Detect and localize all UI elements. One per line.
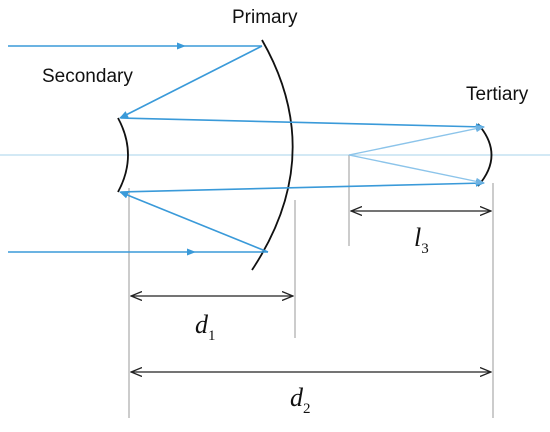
dimension-d2-subscript: 2 xyxy=(303,401,311,417)
dimension-d1-subscript: 1 xyxy=(208,328,216,344)
ray-to-focus-lower xyxy=(348,154,485,185)
ray-to-focus-upper xyxy=(348,125,485,156)
dimension-d2-symbol: d xyxy=(290,383,304,412)
dimension-d1-symbol: d xyxy=(195,310,209,339)
dimension-d2-label: d2 xyxy=(290,383,311,417)
ray-primary-to-secondary-top xyxy=(119,45,263,119)
primary-mirror xyxy=(251,39,294,271)
primary-label: Primary xyxy=(232,7,298,28)
dimension-l3-label: l3 xyxy=(414,223,429,257)
secondary-label: Secondary xyxy=(42,66,133,87)
dimension-l3-symbol: l xyxy=(414,223,421,252)
ray-primary-to-secondary-bottom xyxy=(119,191,269,253)
dimension-l3-subscript: 3 xyxy=(421,241,429,257)
dimension-d1-label: d1 xyxy=(195,310,216,344)
secondary-mirror xyxy=(117,117,129,193)
ray-secondary-to-tertiary-bottom xyxy=(120,179,485,193)
ray-secondary-to-tertiary-top xyxy=(120,117,485,131)
tertiary-label: Tertiary xyxy=(466,84,529,105)
